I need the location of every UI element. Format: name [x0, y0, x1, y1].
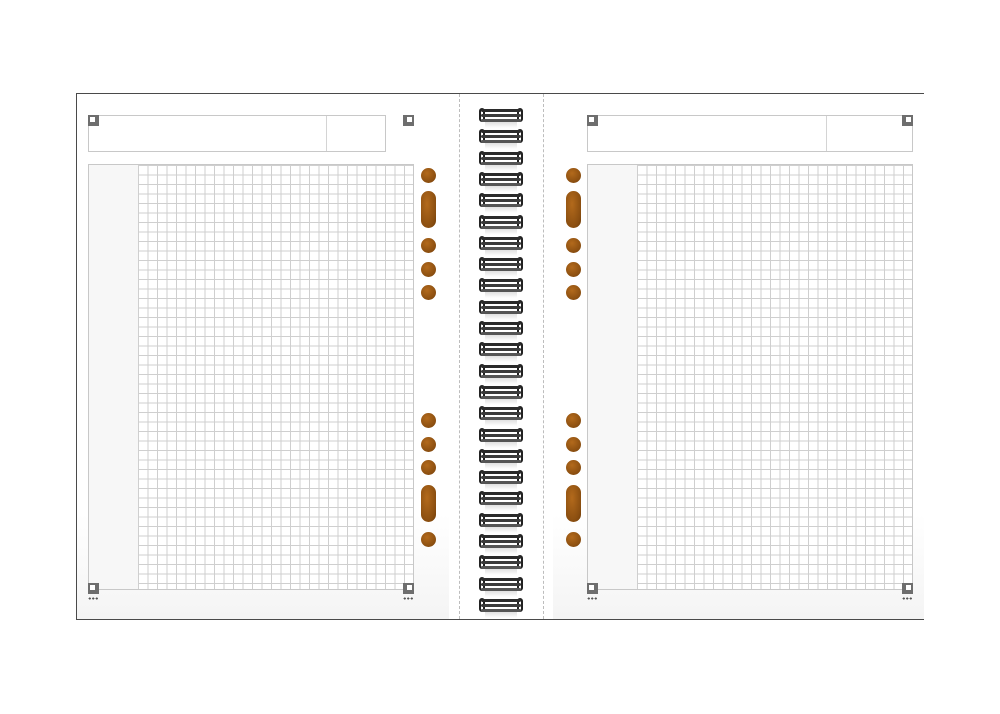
- punch-hole-icon: [566, 413, 581, 428]
- punch-hole-icon: [566, 532, 581, 547]
- wire-ring-icon: [479, 512, 523, 533]
- corner-marker-icon: [902, 583, 913, 594]
- corner-marker-icon: [403, 583, 414, 594]
- punch-hole-icon: [421, 460, 436, 475]
- right-page-grid-area[interactable]: [587, 164, 913, 590]
- wire-ring-icon: [479, 108, 523, 128]
- spiral-binding: [449, 94, 553, 619]
- right-page: [553, 94, 924, 619]
- punch-hole-icon: [421, 532, 436, 547]
- corner-marker-icon: [587, 115, 598, 126]
- punch-hole-icon: [421, 285, 436, 300]
- wire-ring-icon: [479, 470, 523, 491]
- corner-marker-icon: [88, 583, 99, 594]
- wire-ring-icon: [479, 129, 523, 150]
- wire-ring-icon: [479, 171, 523, 192]
- punch-hole-icon: [566, 168, 581, 183]
- wire-ring-icon: [479, 214, 523, 235]
- punch-slot-icon: [566, 191, 581, 228]
- left-perforation: [459, 94, 460, 619]
- dot-marker-icon: [587, 597, 598, 600]
- wire-ring-icon: [479, 534, 523, 554]
- wire-ring-icon: [479, 448, 523, 469]
- left-page-grid-area[interactable]: [88, 164, 414, 590]
- wire-ring-icon: [479, 384, 523, 405]
- wire-ring-icon: [479, 555, 523, 576]
- punch-hole-icon: [421, 168, 436, 183]
- left-header-divider: [326, 116, 327, 151]
- punch-hole-icon: [421, 413, 436, 428]
- corner-marker-icon: [902, 115, 913, 126]
- punch-hole-icon: [566, 460, 581, 475]
- wire-ring-icon: [479, 193, 523, 214]
- punch-hole-icon: [421, 238, 436, 253]
- wire-ring-icon: [479, 235, 523, 256]
- wire-ring-icon: [479, 257, 523, 278]
- left-page: [77, 94, 449, 619]
- wire-ring-icon: [479, 597, 523, 618]
- wire-ring-icon: [479, 342, 523, 363]
- punch-hole-icon: [421, 437, 436, 452]
- corner-marker-icon: [587, 583, 598, 594]
- wire-ring-icon: [479, 363, 523, 384]
- right-header-divider: [826, 116, 827, 151]
- punch-hole-icon: [566, 238, 581, 253]
- right-page-margin-column: [588, 165, 638, 589]
- left-page-margin-column: [89, 165, 139, 589]
- punch-slot-icon: [421, 191, 436, 228]
- left-page-square-grid: [138, 165, 413, 589]
- punch-slot-icon: [421, 485, 436, 522]
- punch-hole-icon: [421, 262, 436, 277]
- punch-hole-icon: [566, 262, 581, 277]
- punch-slot-icon: [566, 485, 581, 522]
- corner-marker-icon: [403, 115, 414, 126]
- wire-ring-icon: [479, 491, 523, 512]
- wire-ring-icon: [479, 576, 523, 597]
- wire-ring-icon: [479, 406, 523, 427]
- wire-ring-icon: [479, 278, 523, 299]
- left-page-header-box[interactable]: [88, 115, 386, 152]
- right-page-header-box[interactable]: [587, 115, 913, 152]
- wire-ring-icon: [479, 427, 523, 448]
- wire-ring-icon: [479, 321, 523, 341]
- wire-ring-icon: [479, 299, 523, 320]
- wire-ring-icon: [479, 150, 523, 171]
- right-page-square-grid: [637, 165, 912, 589]
- corner-marker-icon: [88, 115, 99, 126]
- dot-marker-icon: [902, 597, 913, 600]
- punch-hole-icon: [566, 437, 581, 452]
- dot-marker-icon: [88, 597, 99, 600]
- punch-hole-icon: [566, 285, 581, 300]
- notebook-spread: [76, 93, 924, 620]
- right-perforation: [543, 94, 544, 619]
- dot-marker-icon: [403, 597, 414, 600]
